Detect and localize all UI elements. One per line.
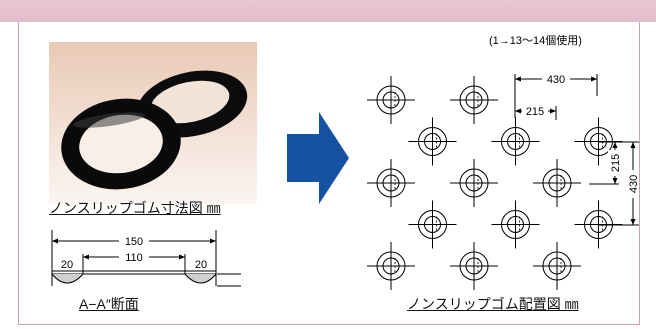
inner-width-label: 110 [125, 252, 143, 264]
ring-symbol [450, 242, 498, 290]
spacing-dimensions [514, 74, 639, 226]
product-dimension-caption: ノンスリップゴム寸法図 ㎜ [49, 200, 221, 216]
overall-width-label: 150 [125, 236, 143, 248]
layout-diagram: (1→13〜14個使用) [367, 34, 639, 290]
ring-symbol [533, 242, 581, 290]
content-panel: ノンスリップゴム寸法図 ㎜ [18, 22, 640, 325]
ring-grid [367, 76, 623, 290]
ring-symbol [367, 159, 415, 207]
product-photo [49, 42, 257, 204]
ring-symbol [533, 159, 581, 207]
left-rim-label: 20 [61, 259, 73, 271]
ring-symbol [367, 76, 415, 124]
right-arrow-icon [287, 112, 349, 204]
spacing-430-vertical: 430 [628, 175, 639, 193]
section-title: A−A″断面 [79, 296, 139, 312]
layout-caption: ノンスリップゴム配置図 ㎜ [407, 296, 579, 312]
header-band [0, 0, 656, 22]
ring-symbol [491, 200, 540, 249]
ring-symbol [408, 117, 457, 166]
rubber-rings-illustration [61, 70, 248, 190]
usage-note: (1→13〜14個使用) [489, 34, 582, 47]
spacing-215-vertical: 215 [610, 154, 622, 172]
spacing-430-horizontal: 430 [547, 74, 565, 86]
right-rim-label: 20 [195, 259, 207, 271]
ring-symbol [408, 200, 457, 249]
ring-symbol [367, 242, 415, 290]
ring-symbol [491, 117, 540, 166]
cross-section-drawing: 150 110 20 20 10 [51, 230, 241, 287]
ring-symbol [450, 159, 498, 207]
spacing-215-horizontal: 215 [526, 106, 544, 118]
ring-symbol [450, 76, 498, 124]
